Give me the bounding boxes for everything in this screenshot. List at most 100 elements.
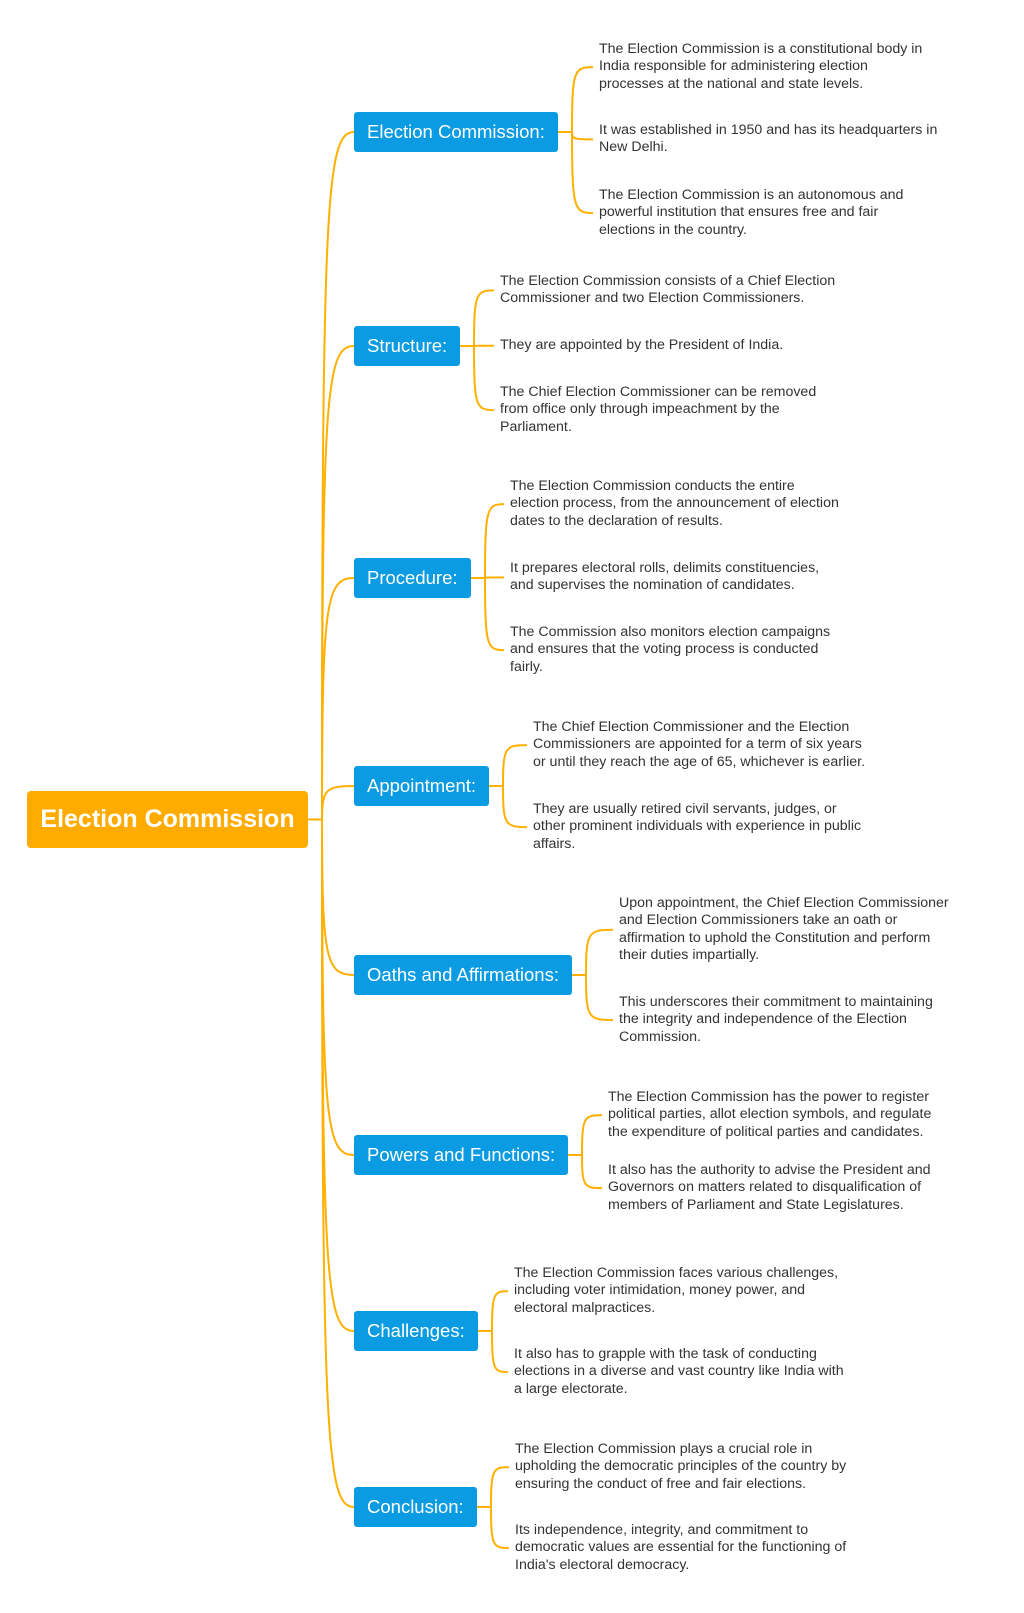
branch-connector xyxy=(321,577,355,820)
leaf-note-line: dates to the declaration of results. xyxy=(510,512,723,529)
branch-topic[interactable]: Appointment: xyxy=(354,766,490,806)
branch-topic[interactable]: Challenges: xyxy=(354,1311,478,1351)
root-topic[interactable]: Election Commission xyxy=(27,791,308,848)
leaf-note: The Election Commission plays a crucial … xyxy=(515,1441,846,1493)
leaf-note-line: Upon appointment, the Chief Election Com… xyxy=(619,895,949,911)
leaf-note-line: It prepares electoral rolls, delimits co… xyxy=(510,560,820,576)
leaf-connector xyxy=(473,289,495,347)
leaf-connector xyxy=(585,974,614,1022)
leaf-note-line: The Election Commission has the power to… xyxy=(608,1089,929,1105)
leaf-connector xyxy=(571,66,594,133)
leaf-connector xyxy=(571,131,594,215)
leaf-note-line: The Election Commission plays a crucial … xyxy=(515,1441,813,1457)
leaf-note-line: They are usually retired civil servants,… xyxy=(533,801,837,817)
branch-topic[interactable]: Procedure: xyxy=(354,558,471,598)
leaf-note-line: election process, from the announcement … xyxy=(510,495,839,512)
leaf-note-line: affirmation to uphold the Constitution a… xyxy=(619,929,931,946)
branch-connector xyxy=(321,345,355,820)
leaf-note-line: Commissioner and two Election Commission… xyxy=(500,290,805,307)
leaf-connector xyxy=(571,131,594,141)
leaf-note: The Election Commission faces various ch… xyxy=(514,1265,838,1317)
leaf-note-line: processes at the national and state leve… xyxy=(599,75,864,92)
leaf-note-line: electoral malpractices. xyxy=(514,1299,656,1316)
leaf-note-line: The Election Commission conducts the ent… xyxy=(510,478,795,494)
leaf-note-line: It also has to grapple with the task of … xyxy=(514,1346,817,1362)
leaf-note: This underscores their commitment to mai… xyxy=(619,994,933,1046)
leaf-note: The Election Commission has the power to… xyxy=(608,1089,931,1141)
leaf-note-line: the integrity and independence of the El… xyxy=(619,1011,907,1028)
leaf-note-line: elections in the country. xyxy=(599,221,747,238)
leaf-note: It also has to grapple with the task of … xyxy=(514,1346,844,1398)
leaf-connector xyxy=(473,345,495,412)
leaf-connector xyxy=(502,744,528,787)
leaf-note-line: elections in a diverse and vast country … xyxy=(514,1363,844,1380)
leaf-note-line: affairs. xyxy=(533,835,576,852)
branch-connector xyxy=(321,785,355,820)
leaf-note: The Election Commission consists of a Ch… xyxy=(500,273,835,308)
leaf-note-line: and supervises the nomination of candida… xyxy=(510,577,795,594)
branch-connector xyxy=(321,131,355,820)
leaf-note-line: Commission. xyxy=(619,1028,701,1045)
leaf-note-line: the expenditure of political parties and… xyxy=(608,1123,924,1140)
leaf-note-line: and Election Commissioners take an oath … xyxy=(619,912,898,929)
leaf-connector xyxy=(585,928,614,976)
leaf-note-line: Its independence, integrity, and commitm… xyxy=(515,1522,809,1538)
leaf-note-line: members of Parliament and State Legislat… xyxy=(608,1196,904,1213)
leaf-note-line: ensuring the conduct of free and fair el… xyxy=(515,1475,807,1492)
branch-topic[interactable]: Oaths and Affirmations: xyxy=(354,955,572,995)
leaf-connector xyxy=(491,1330,509,1374)
leaf-note-line: New Delhi. xyxy=(599,139,668,156)
leaf-note-line: The Election Commission consists of a Ch… xyxy=(500,273,836,289)
branch-topic[interactable]: Election Commission: xyxy=(354,112,558,152)
leaf-note-line: The Chief Election Commissioner and the … xyxy=(533,719,850,735)
leaf-note-line: democratic values are essential for the … xyxy=(515,1539,847,1556)
leaf-note-line: The Election Commission is a constitutio… xyxy=(599,41,923,57)
branch-topic[interactable]: Structure: xyxy=(354,326,461,366)
leaf-note-line: The Chief Election Commissioner can be r… xyxy=(500,384,817,400)
leaf-note: It also has the authority to advise the … xyxy=(608,1162,931,1214)
leaf-note-line: fairly. xyxy=(510,658,543,675)
leaf-note-line: powerful institution that ensures free a… xyxy=(599,204,879,221)
branch-topic[interactable]: Conclusion: xyxy=(354,1487,477,1527)
leaf-note-line: It also has the authority to advise the … xyxy=(608,1162,931,1178)
leaf-note: Upon appointment, the Chief Election Com… xyxy=(619,895,949,965)
leaf-note: The Election Commission is an autonomous… xyxy=(599,187,903,239)
leaf-note-line: from office only through impeachment by … xyxy=(500,401,780,418)
leaf-note-line: India's electoral democracy. xyxy=(515,1556,690,1573)
branch-connector xyxy=(321,819,355,1332)
leaf-note: The Commission also monitors election ca… xyxy=(510,624,830,676)
leaf-note-line: The Commission also monitors election ca… xyxy=(510,624,831,640)
leaf-note-line: upholding the democratic principles of t… xyxy=(515,1458,847,1475)
leaf-note-line: their duties impartially. xyxy=(619,947,760,964)
leaf-note-line: and ensures that the voting process is c… xyxy=(510,641,819,658)
leaf-note-line: a large electorate. xyxy=(514,1380,628,1397)
leaf-note-line: including voter intimidation, money powe… xyxy=(514,1282,806,1299)
leaf-note-line: This underscores their commitment to mai… xyxy=(619,994,933,1010)
leaf-connector xyxy=(484,503,505,579)
leaf-note-line: The Election Commission faces various ch… xyxy=(514,1265,839,1281)
leaf-note: The Election Commission is a constitutio… xyxy=(599,41,922,93)
leaf-note-line: Parliament. xyxy=(500,418,572,435)
branch-connector xyxy=(321,819,355,1156)
leaf-note-line: They are appointed by the President of I… xyxy=(500,337,784,353)
leaf-connector xyxy=(484,576,505,579)
leaf-connector xyxy=(490,1466,510,1508)
leaf-note-line: Commissioners are appointed for a term o… xyxy=(533,736,862,753)
leaf-note: The Chief Election Commissioner and the … xyxy=(533,719,865,771)
leaf-connector xyxy=(581,1154,603,1190)
leaf-note: The Chief Election Commissioner can be r… xyxy=(500,384,816,436)
leaf-note: Its independence, integrity, and commitm… xyxy=(515,1522,846,1574)
leaf-connector xyxy=(502,785,528,829)
branch-topic[interactable]: Powers and Functions: xyxy=(354,1135,569,1175)
leaf-note-line: political parties, allot election symbol… xyxy=(608,1106,932,1123)
leaf-note: It prepares electoral rolls, delimits co… xyxy=(510,560,819,595)
leaf-connector xyxy=(581,1114,603,1156)
leaf-connector xyxy=(491,1290,509,1332)
leaf-note: It was established in 1950 and has its h… xyxy=(599,122,937,157)
leaf-note: They are appointed by the President of I… xyxy=(500,337,783,354)
leaf-connector xyxy=(484,577,505,652)
leaf-note: They are usually retired civil servants,… xyxy=(533,801,861,853)
leaf-note-line: India responsible for administering elec… xyxy=(599,58,868,75)
leaf-note-line: The Election Commission is an autonomous… xyxy=(599,187,904,203)
